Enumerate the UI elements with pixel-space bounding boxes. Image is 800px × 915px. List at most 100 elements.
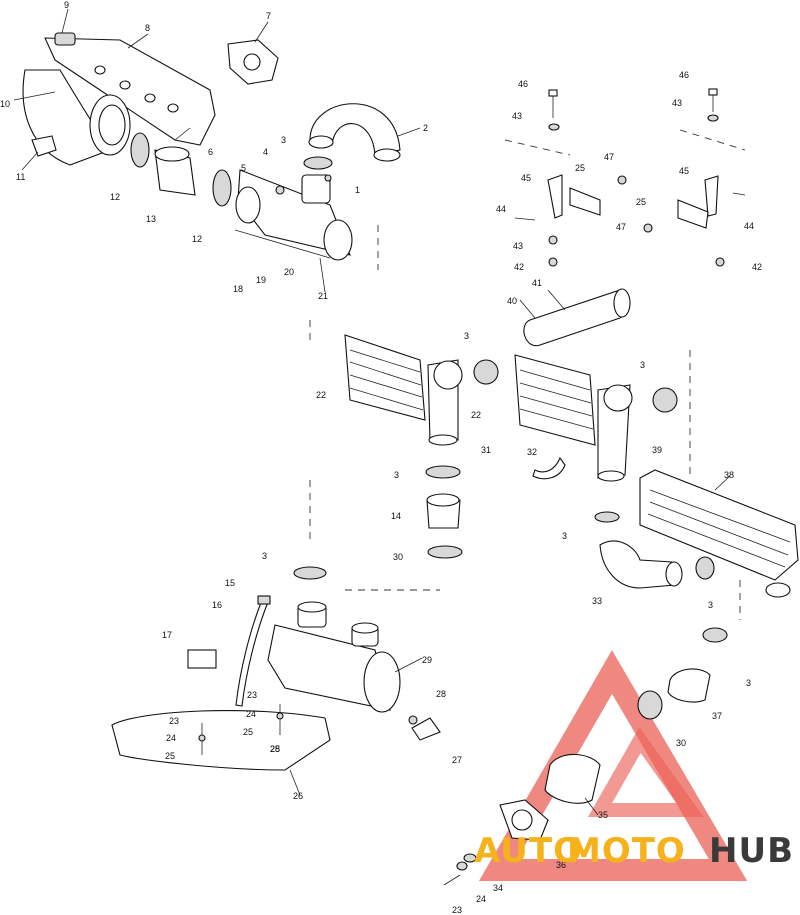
tailpipe-41: [523, 289, 630, 347]
callout: 19: [256, 275, 266, 285]
callout: 3: [394, 470, 399, 480]
callout: 22: [471, 410, 481, 420]
callout: 8: [145, 23, 150, 33]
coupling-14-top: [426, 493, 460, 507]
drain-hose-16: [235, 599, 269, 707]
water-box-right: [514, 354, 633, 482]
exhaust-elbow-pipe: [309, 103, 401, 156]
callout: 27: [452, 755, 462, 765]
elbow-33-end: [665, 561, 683, 587]
callout: 4: [263, 147, 268, 157]
callout: 25: [636, 197, 646, 207]
clamp-3b: [473, 359, 499, 385]
callout: 6: [208, 147, 213, 157]
callout: 43: [513, 241, 523, 251]
fin-5: [519, 369, 591, 391]
manifold-port-3: [144, 93, 156, 103]
lower-muffler-group: [267, 566, 401, 713]
callout: 40: [507, 296, 517, 306]
upper-muffler-end: [323, 219, 353, 261]
callout: 30: [676, 738, 686, 748]
leader-21: [319, 257, 326, 293]
outlet-nozzle: [31, 135, 57, 157]
callout: 10: [0, 99, 10, 109]
fin-1: [349, 349, 421, 373]
leader-29: [394, 657, 423, 673]
washer-43a: [548, 123, 560, 131]
callout: 39: [652, 445, 662, 455]
nut-42a: [548, 257, 558, 267]
leader-41: [547, 289, 566, 311]
callout: 47: [616, 222, 626, 232]
nut-28a: [408, 715, 418, 725]
water-box-left: [344, 334, 463, 446]
nut-47b: [643, 223, 653, 233]
elbow-end-a: [308, 135, 334, 149]
leader-8: [127, 33, 149, 49]
clamp-ring-left: [130, 132, 150, 168]
callout: 3: [562, 531, 567, 541]
callout: 41: [532, 278, 542, 288]
callout: 38: [724, 470, 734, 480]
bolt-46b-head: [708, 88, 718, 96]
callout: 45: [679, 166, 689, 176]
callout: 3: [640, 360, 645, 370]
coupling-sleeve-end: [154, 146, 190, 162]
fin-11: [647, 513, 786, 568]
callout: 31: [481, 445, 491, 455]
callout: 15: [225, 578, 235, 588]
callout: 45: [521, 173, 531, 183]
callout: 3: [746, 678, 751, 688]
callout: 5: [241, 163, 246, 173]
callout: 25: [165, 751, 175, 761]
fin-8: [519, 408, 594, 430]
washer-24a: [198, 734, 206, 742]
manifold-port-4: [167, 103, 179, 113]
leader-7: [254, 21, 269, 43]
exhaust-manifold: [44, 37, 216, 146]
water-box-38-outlet: [765, 582, 791, 598]
washer-34: [463, 853, 477, 863]
bolt-44a: [514, 217, 536, 221]
callout: 23: [247, 690, 257, 700]
callout: 28: [270, 744, 280, 754]
bracket-plate-a: [569, 187, 601, 216]
callout: 26: [293, 791, 303, 801]
manifold-port-1: [94, 65, 106, 75]
callout: 44: [744, 221, 754, 231]
callout: 9: [64, 0, 69, 10]
callout: 24: [246, 709, 256, 719]
callout: 21: [318, 291, 328, 301]
bolt-23c: [443, 874, 461, 886]
callout: 13: [146, 214, 156, 224]
clamp-3g: [293, 566, 327, 580]
gasket-32: [532, 456, 566, 480]
callout: 46: [679, 70, 689, 80]
callout: 28: [436, 689, 446, 699]
callout: 44: [496, 204, 506, 214]
wordmark-auto: AUTO: [474, 831, 583, 871]
callout: 46: [518, 79, 528, 89]
callout: 25: [575, 163, 585, 173]
logo-triangle-inner: [587, 727, 704, 817]
nut-42b: [715, 257, 725, 267]
callout: 3: [708, 600, 713, 610]
callout: 23: [452, 905, 462, 915]
tailpipe-upper-group: [523, 288, 631, 347]
callout: 35: [598, 810, 608, 820]
foam-block-17: [187, 649, 217, 669]
wordmark-moto: MOTO: [567, 831, 686, 871]
washer-24c: [456, 861, 468, 871]
callout: 47: [604, 152, 614, 162]
nut-43c: [548, 235, 558, 245]
fin-10: [649, 501, 789, 556]
bracket-hardware-group: [504, 88, 746, 267]
flange-36-hole: [511, 809, 533, 831]
callout: 30: [393, 552, 403, 562]
mounting-plate-26: [111, 709, 331, 771]
callout: 2: [423, 123, 428, 133]
callout: 20: [284, 267, 294, 277]
leader-36: [584, 797, 599, 816]
callout: 29: [422, 655, 432, 665]
